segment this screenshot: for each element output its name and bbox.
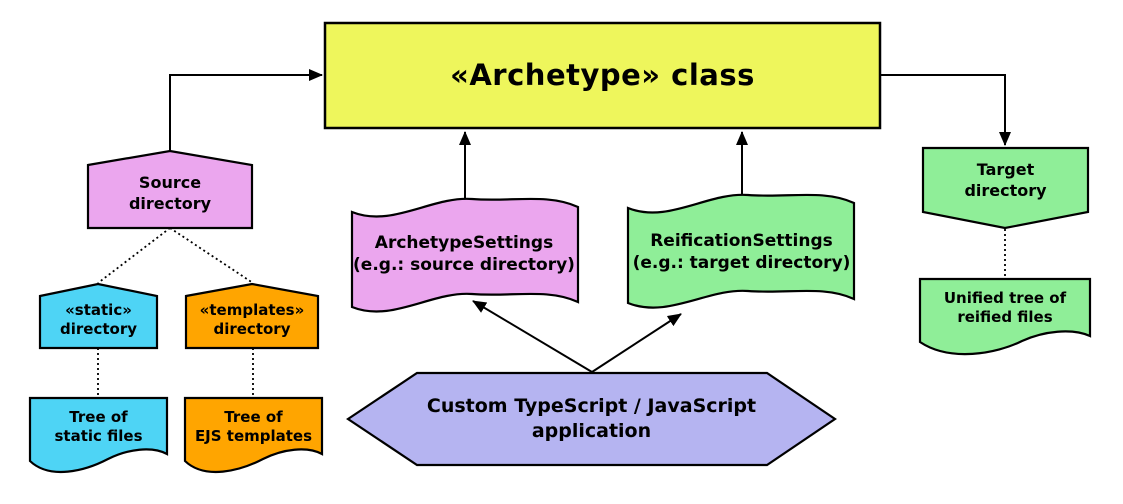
target-directory-shape <box>921 146 1090 230</box>
dotted-source-to-templates <box>169 227 254 284</box>
arrow-archetype-to-target <box>879 74 1011 146</box>
custom-app-hexagon-shape <box>346 371 837 467</box>
archetype-class-shape <box>323 21 882 130</box>
arrow-app-to-archetypesettings <box>472 300 593 373</box>
dotted-source-to-static <box>97 227 171 284</box>
tree-static-files-shape <box>28 396 169 474</box>
arrow-app-to-reificationsettings <box>591 313 682 373</box>
reificationsettings-shape <box>626 193 856 309</box>
source-directory-shape <box>86 149 254 230</box>
static-directory-shape <box>38 282 159 350</box>
arrow-source-to-archetype <box>169 69 323 152</box>
unified-tree-shape <box>918 277 1092 356</box>
archetypesettings-shape <box>350 197 580 313</box>
tree-ejs-templates-shape <box>183 396 324 474</box>
templates-directory-shape <box>184 282 320 350</box>
